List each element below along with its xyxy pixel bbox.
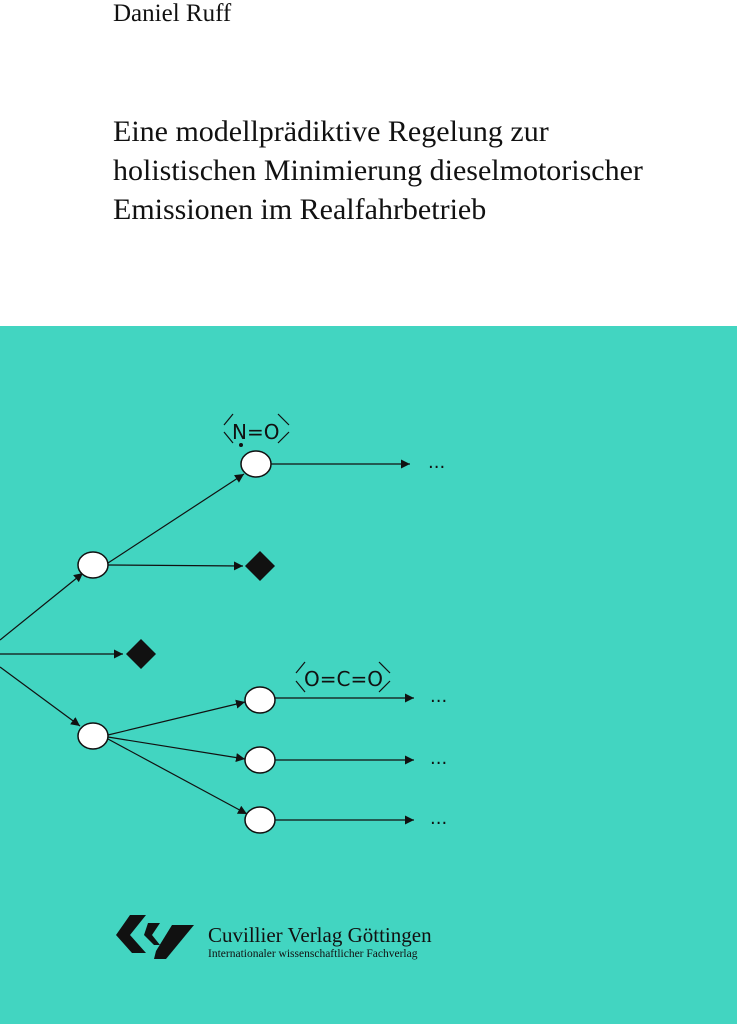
cover-teal-panel	[0, 326, 737, 1024]
molecule-no: N=O	[223, 413, 290, 447]
radical-electron-dot	[239, 443, 243, 447]
edge-root-lower	[0, 666, 81, 727]
molecule-co2: O=C=O	[295, 661, 391, 693]
title-line-1: Eine modellprädiktive Regelung zur	[113, 115, 549, 148]
node-bottom	[244, 806, 276, 834]
publisher-name: Cuvillier Verlag Göttingen	[208, 923, 432, 947]
publisher-tagline: Internationaler wissenschaftlicher Fachv…	[208, 948, 418, 960]
molecule-co2-label: O=C=O	[304, 667, 383, 691]
terminal-diamond-upper	[245, 551, 275, 581]
edge-lower-mid	[107, 736, 246, 763]
continuation-co2: ...	[430, 686, 447, 707]
book-title: Eine modellprädiktive Regelung zur holis…	[113, 112, 643, 229]
node-mid	[244, 746, 276, 774]
molecule-no-label: N=O	[232, 420, 279, 444]
decision-tree-diagram: N=O O=C=O ... ... ... ...	[0, 413, 447, 834]
title-line-2: holistischen Minimierung dieselmotorisch…	[113, 154, 643, 187]
author-name: Daniel Ruff	[113, 0, 232, 27]
continuation-bottom: ...	[430, 808, 447, 829]
continuation-mid: ...	[430, 748, 447, 769]
edge-root-upper	[0, 572, 84, 641]
title-line-3: Emissionen im Realfahrbetrieb	[113, 193, 487, 226]
edge-upper-no	[107, 473, 245, 564]
node-no	[240, 450, 272, 478]
edge-lower-bottom	[107, 738, 248, 815]
node-upper	[77, 551, 109, 579]
publisher-logo	[116, 915, 194, 959]
terminal-diamond-root	[126, 639, 156, 669]
edge-upper-diamond	[107, 561, 244, 571]
node-co2	[244, 686, 276, 714]
continuation-no: ...	[428, 452, 445, 473]
node-lower	[77, 722, 109, 750]
edge-lower-co2	[107, 699, 246, 736]
